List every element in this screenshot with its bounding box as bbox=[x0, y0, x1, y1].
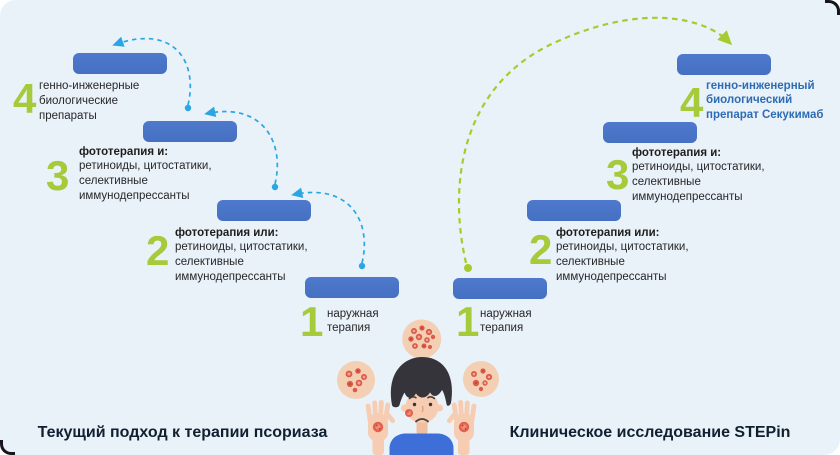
left-step-2-number: 2 bbox=[146, 227, 169, 274]
left-step-2-bar bbox=[217, 200, 311, 221]
left-step-1-label: наружная терапия bbox=[327, 307, 379, 335]
right-step-4-number: 4 bbox=[680, 79, 703, 126]
right-step-4-bar bbox=[677, 54, 771, 75]
left-step-2-label: фототерапия или: ретиноиды, цитостатики,… bbox=[175, 226, 308, 284]
left-step-4-label: генно-инженерные биологические препараты bbox=[39, 80, 140, 122]
lesion-closeup-left bbox=[337, 361, 375, 399]
left-stage-title: Текущий подход к терапии псориаза bbox=[37, 424, 328, 441]
right-step-1-number: 1 bbox=[456, 298, 479, 345]
right-step-3-number: 3 bbox=[606, 151, 629, 198]
left-step-3-bar bbox=[143, 120, 237, 142]
right-step-2-bar bbox=[527, 200, 621, 221]
left-step-4-number: 4 bbox=[13, 75, 36, 122]
patient-left-hand bbox=[365, 400, 396, 455]
right-step-4-label: генно-инженерный биологический препарат … bbox=[706, 79, 824, 122]
left-step-3-number: 3 bbox=[46, 152, 69, 199]
lesion-closeup-top bbox=[402, 319, 442, 359]
corner-accent-top-right bbox=[825, 0, 840, 15]
patient-right-hand bbox=[446, 400, 477, 455]
left-step-1-number: 1 bbox=[300, 298, 323, 345]
right-stage-title: Клиническое исследование STEPin bbox=[509, 424, 791, 441]
right-step-3-label: фототерапия и: ретиноиды, цитостатики, с… bbox=[632, 146, 765, 204]
right-step-2-number: 2 bbox=[529, 226, 552, 273]
right-step-1-bar bbox=[453, 277, 547, 299]
left-step-1-bar bbox=[305, 276, 399, 298]
corner-accent-bottom-left bbox=[0, 440, 15, 455]
right-step-2-label: фототерапия или: ретиноиды, цитостатики,… bbox=[556, 226, 689, 284]
lesion-closeup-right bbox=[463, 361, 499, 397]
patient-illustration bbox=[337, 319, 499, 455]
left-step-4-bar bbox=[73, 53, 167, 74]
patient-figure bbox=[365, 357, 477, 455]
left-step-3-label: фототерапия и: ретиноиды, цитостатики, с… bbox=[79, 145, 212, 203]
right-step-1-label: наружная терапия bbox=[480, 307, 532, 335]
